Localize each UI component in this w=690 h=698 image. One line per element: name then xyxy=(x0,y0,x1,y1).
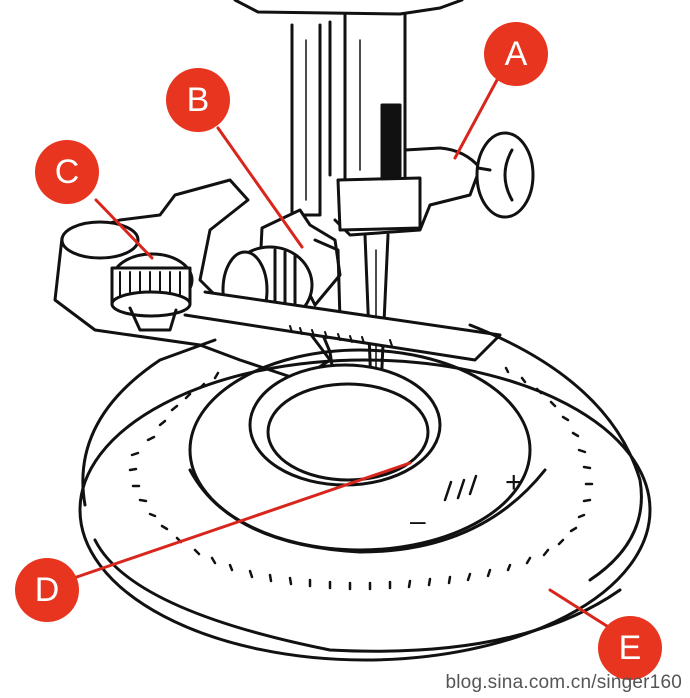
leader-line-e xyxy=(548,588,612,630)
leader-line-d xyxy=(66,461,412,582)
needle-clamp-screw xyxy=(333,131,535,237)
feed-plate-strip xyxy=(183,290,502,362)
needle-bar xyxy=(343,13,407,182)
callout-a-label: A xyxy=(505,35,528,73)
callout-e-label: E xyxy=(619,629,642,667)
callout-d: D xyxy=(15,558,79,622)
scale-plus-mark: + xyxy=(505,466,523,499)
inner-disc xyxy=(188,348,547,554)
leader-line-c xyxy=(94,198,154,260)
presser-bar xyxy=(290,20,332,217)
callout-a: A xyxy=(484,22,548,86)
scale-minus-mark: – xyxy=(410,505,426,536)
outer-disc xyxy=(78,323,652,662)
outer-disc-scale xyxy=(128,366,594,591)
callout-b-label: B xyxy=(187,81,210,119)
callout-c: C xyxy=(35,140,99,204)
callout-c-label: C xyxy=(55,153,80,191)
callout-d-label: D xyxy=(35,571,60,609)
leader-line-a xyxy=(453,78,499,160)
callout-e: E xyxy=(598,616,662,680)
inner-disc-scale xyxy=(443,474,478,502)
machine-head xyxy=(233,0,464,16)
callout-b: B xyxy=(166,68,230,132)
watermark-text: blog.sina.com.cn/singer160 xyxy=(445,672,682,693)
leader-line-b xyxy=(216,126,304,249)
